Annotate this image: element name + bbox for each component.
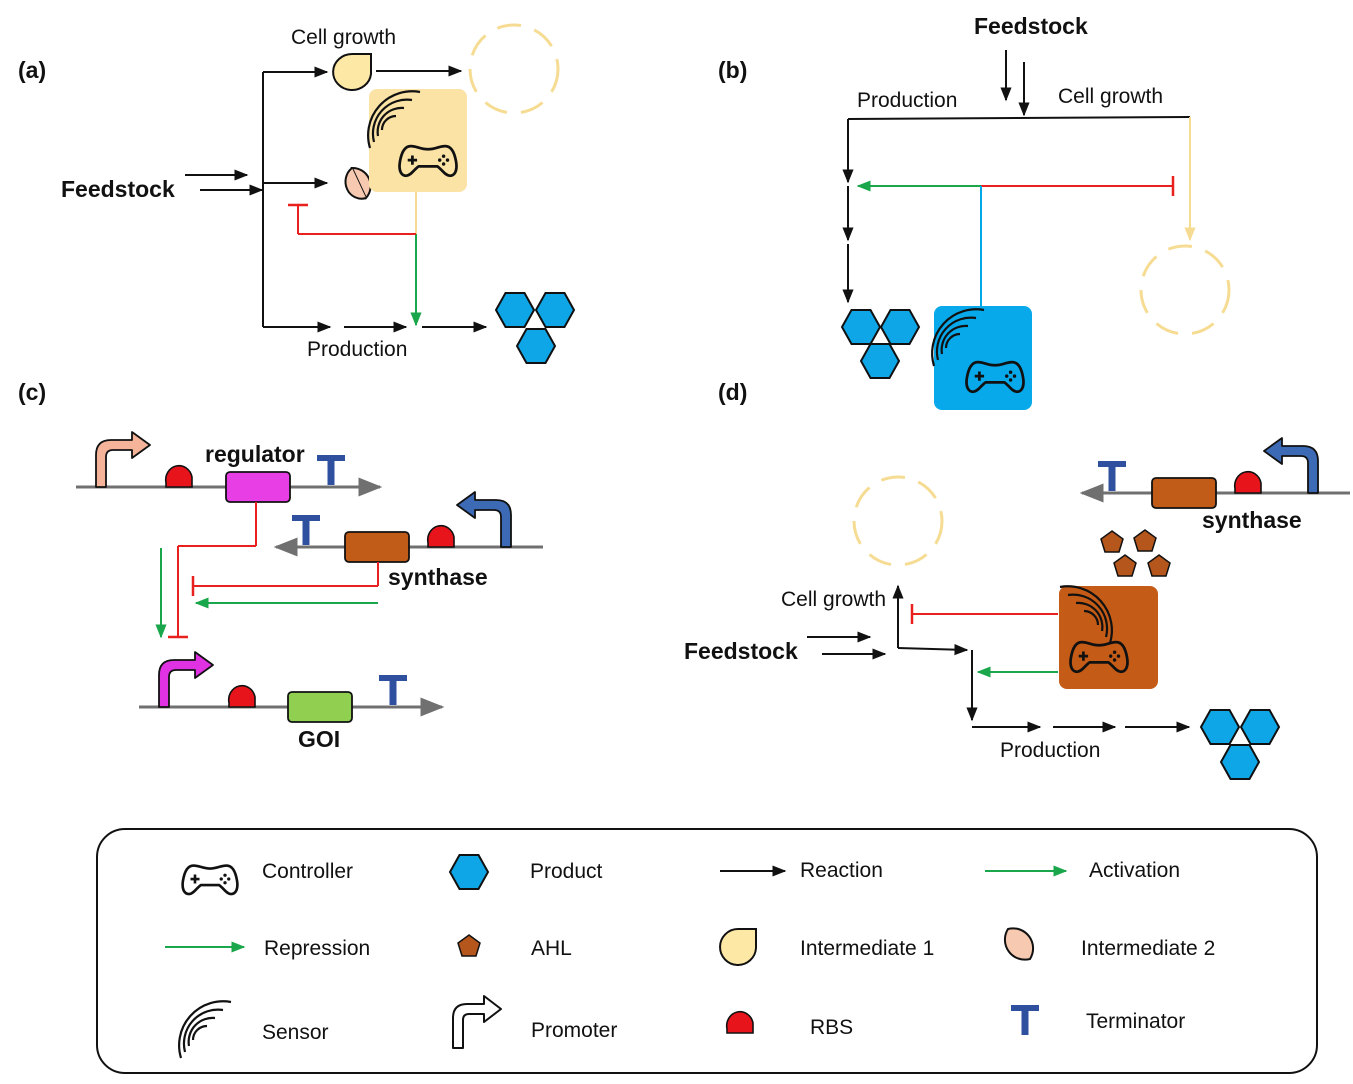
legend: Controller Product Reaction Activation R… bbox=[96, 828, 1318, 1074]
promoter-icon bbox=[456, 491, 512, 548]
regulator-label: regulator bbox=[205, 441, 305, 467]
synthase-box bbox=[1151, 477, 1217, 509]
panel-a: (a) Cell growth Feedstock Production bbox=[18, 23, 575, 364]
promoter-icon bbox=[1263, 437, 1319, 494]
panel-a-label: (a) bbox=[18, 57, 46, 83]
intermediate-1-icon bbox=[332, 53, 372, 91]
regulator-box bbox=[225, 471, 291, 503]
rbs-icon bbox=[227, 684, 256, 708]
panel-b-production-label: Production bbox=[857, 89, 957, 112]
panel-d: (d) synthase Cell growth Feedstock Produ… bbox=[684, 379, 1350, 780]
intermediate-1-icon bbox=[719, 928, 757, 966]
terminator-icon bbox=[317, 455, 345, 485]
cell-icon bbox=[852, 475, 944, 567]
panel-d-production-label: Production bbox=[1000, 739, 1100, 762]
cell-icon bbox=[1139, 244, 1231, 336]
terminator-icon bbox=[292, 515, 320, 545]
ahl-icon bbox=[1100, 529, 1171, 577]
hexagon-icon bbox=[449, 854, 489, 890]
panel-c: (c) regulator synthase GOI bbox=[18, 379, 543, 752]
promoter-icon bbox=[95, 431, 151, 488]
goi-label: GOI bbox=[298, 726, 340, 752]
panel-d-label: (d) bbox=[718, 379, 747, 405]
legend-promoter-label: Promoter bbox=[531, 1019, 617, 1042]
panel-d-feedstock-label: Feedstock bbox=[684, 638, 798, 664]
legend-intermediate-2-label: Intermediate 2 bbox=[1081, 937, 1215, 960]
panel-a-production-label: Production bbox=[307, 338, 407, 361]
promoter-icon bbox=[158, 651, 214, 708]
rbs-icon bbox=[426, 524, 455, 548]
legend-terminator-label: Terminator bbox=[1086, 1010, 1185, 1033]
panel-a-feedstock-label: Feedstock bbox=[61, 176, 175, 202]
synthase-label: synthase bbox=[388, 564, 488, 590]
controller-box bbox=[1059, 586, 1158, 689]
intermediate-2-icon bbox=[1003, 927, 1035, 961]
panel-b-cell-growth-label: Cell growth bbox=[1058, 85, 1163, 108]
panel-b: (b) Feedstock Production Cell growth bbox=[718, 13, 1231, 410]
legend-product-label: Product bbox=[530, 860, 603, 883]
panel-b-feedstock-label: Feedstock bbox=[974, 13, 1088, 39]
rbs-icon bbox=[164, 464, 193, 488]
cell-icon bbox=[468, 23, 560, 115]
legend-reaction-label: Reaction bbox=[800, 859, 883, 882]
promoter-icon bbox=[452, 995, 502, 1049]
rbs-icon bbox=[725, 1010, 754, 1034]
controller-box bbox=[934, 306, 1032, 410]
legend-sensor-label: Sensor bbox=[262, 1021, 329, 1044]
panel-d-cell-growth-label: Cell growth bbox=[781, 588, 886, 611]
legend-controller-label: Controller bbox=[262, 860, 353, 883]
legend-ahl-label: AHL bbox=[531, 937, 572, 960]
legend-repression-label: Repression bbox=[264, 937, 370, 960]
product-icon bbox=[841, 309, 920, 379]
synthase-label: synthase bbox=[1202, 507, 1302, 533]
panel-b-label: (b) bbox=[718, 57, 747, 83]
terminator-icon bbox=[1098, 461, 1126, 491]
legend-intermediate-1-label: Intermediate 1 bbox=[800, 937, 934, 960]
synthase-box bbox=[344, 531, 410, 563]
product-icon bbox=[1200, 709, 1280, 780]
product-icon bbox=[495, 292, 575, 364]
legend-activation-label: Activation bbox=[1089, 859, 1180, 882]
terminator-icon bbox=[379, 675, 407, 705]
rbs-icon bbox=[1233, 470, 1262, 494]
goi-box bbox=[287, 691, 353, 723]
panel-a-cell-growth-label: Cell growth bbox=[291, 26, 396, 49]
controller-box bbox=[369, 89, 467, 192]
panel-c-label: (c) bbox=[18, 379, 46, 405]
legend-rbs-label: RBS bbox=[810, 1016, 853, 1039]
